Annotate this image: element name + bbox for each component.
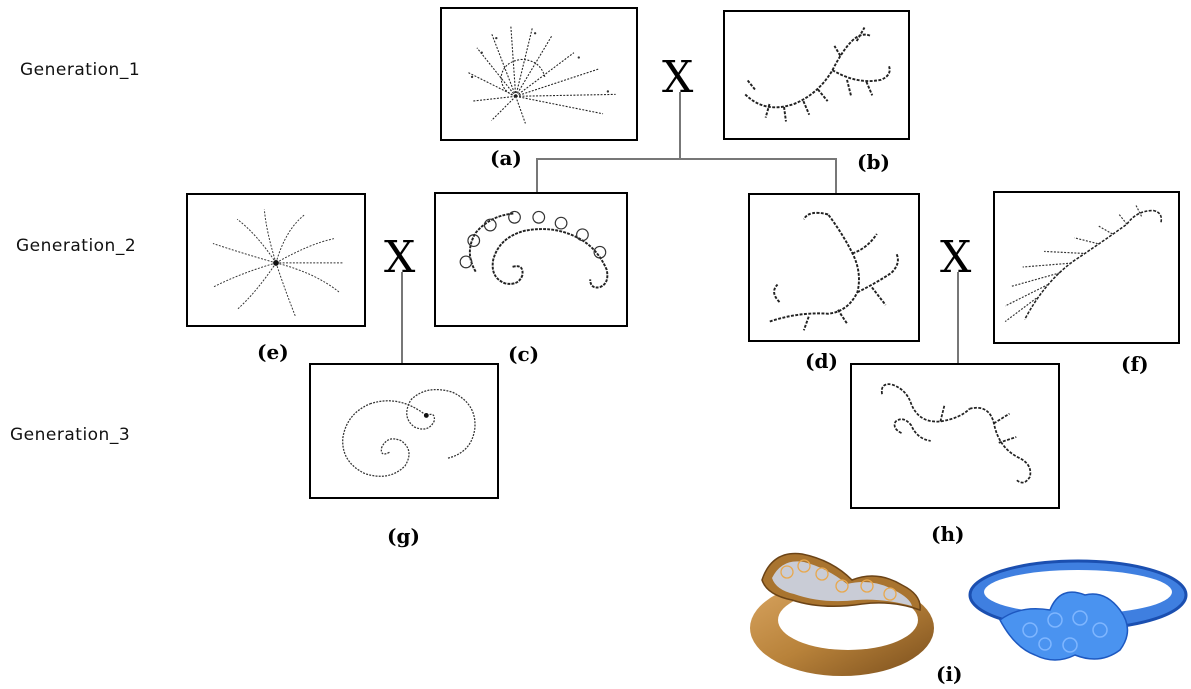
fractal-panel-h — [850, 363, 1060, 509]
fractal-panel-c — [434, 192, 628, 327]
blue-wax-ring-render — [960, 540, 1190, 672]
fractal-panel-e — [186, 193, 366, 327]
generation-3-label: Generation_3 — [10, 425, 130, 445]
panel-caption: (i) — [936, 662, 963, 686]
curled-branch-fractal-image — [725, 12, 908, 138]
fractal-panel-b — [723, 10, 910, 140]
connector-line — [536, 158, 837, 160]
connector-line — [957, 272, 959, 363]
wooden-ring-render — [742, 540, 942, 682]
double-spiral-fractal-image — [311, 365, 497, 497]
panel-caption: (d) — [805, 349, 838, 373]
panel-caption: (b) — [857, 150, 890, 174]
fractal-panel-f — [993, 191, 1180, 344]
crossover-symbol: X — [940, 236, 971, 280]
connector-line — [401, 272, 403, 363]
feather-spiral-fractal-image — [995, 193, 1178, 342]
panel-caption: (e) — [257, 340, 289, 364]
wavy-spiral-fractal-image — [852, 365, 1058, 507]
crossover-symbol: X — [384, 236, 415, 280]
fractal-panel-d — [748, 193, 920, 342]
scroll-spiral-fractal-image — [436, 194, 626, 325]
connector-line — [536, 158, 538, 193]
fractal-panel-g — [309, 363, 499, 499]
panel-caption: (a) — [490, 146, 522, 170]
generation-2-label: Generation_2 — [16, 236, 136, 256]
crossover-symbol: X — [662, 56, 693, 100]
panel-caption: (c) — [508, 342, 539, 366]
connector-line — [835, 158, 837, 193]
generation-1-label: Generation_1 — [20, 60, 140, 80]
pinwheel-fractal-image — [188, 195, 364, 325]
spiral-fern-fractal-image — [442, 9, 636, 139]
panel-caption: (g) — [387, 524, 420, 548]
panel-caption: (f) — [1121, 352, 1149, 376]
fractal-panel-a — [440, 7, 638, 141]
twisted-branch-fractal-image — [750, 195, 918, 340]
